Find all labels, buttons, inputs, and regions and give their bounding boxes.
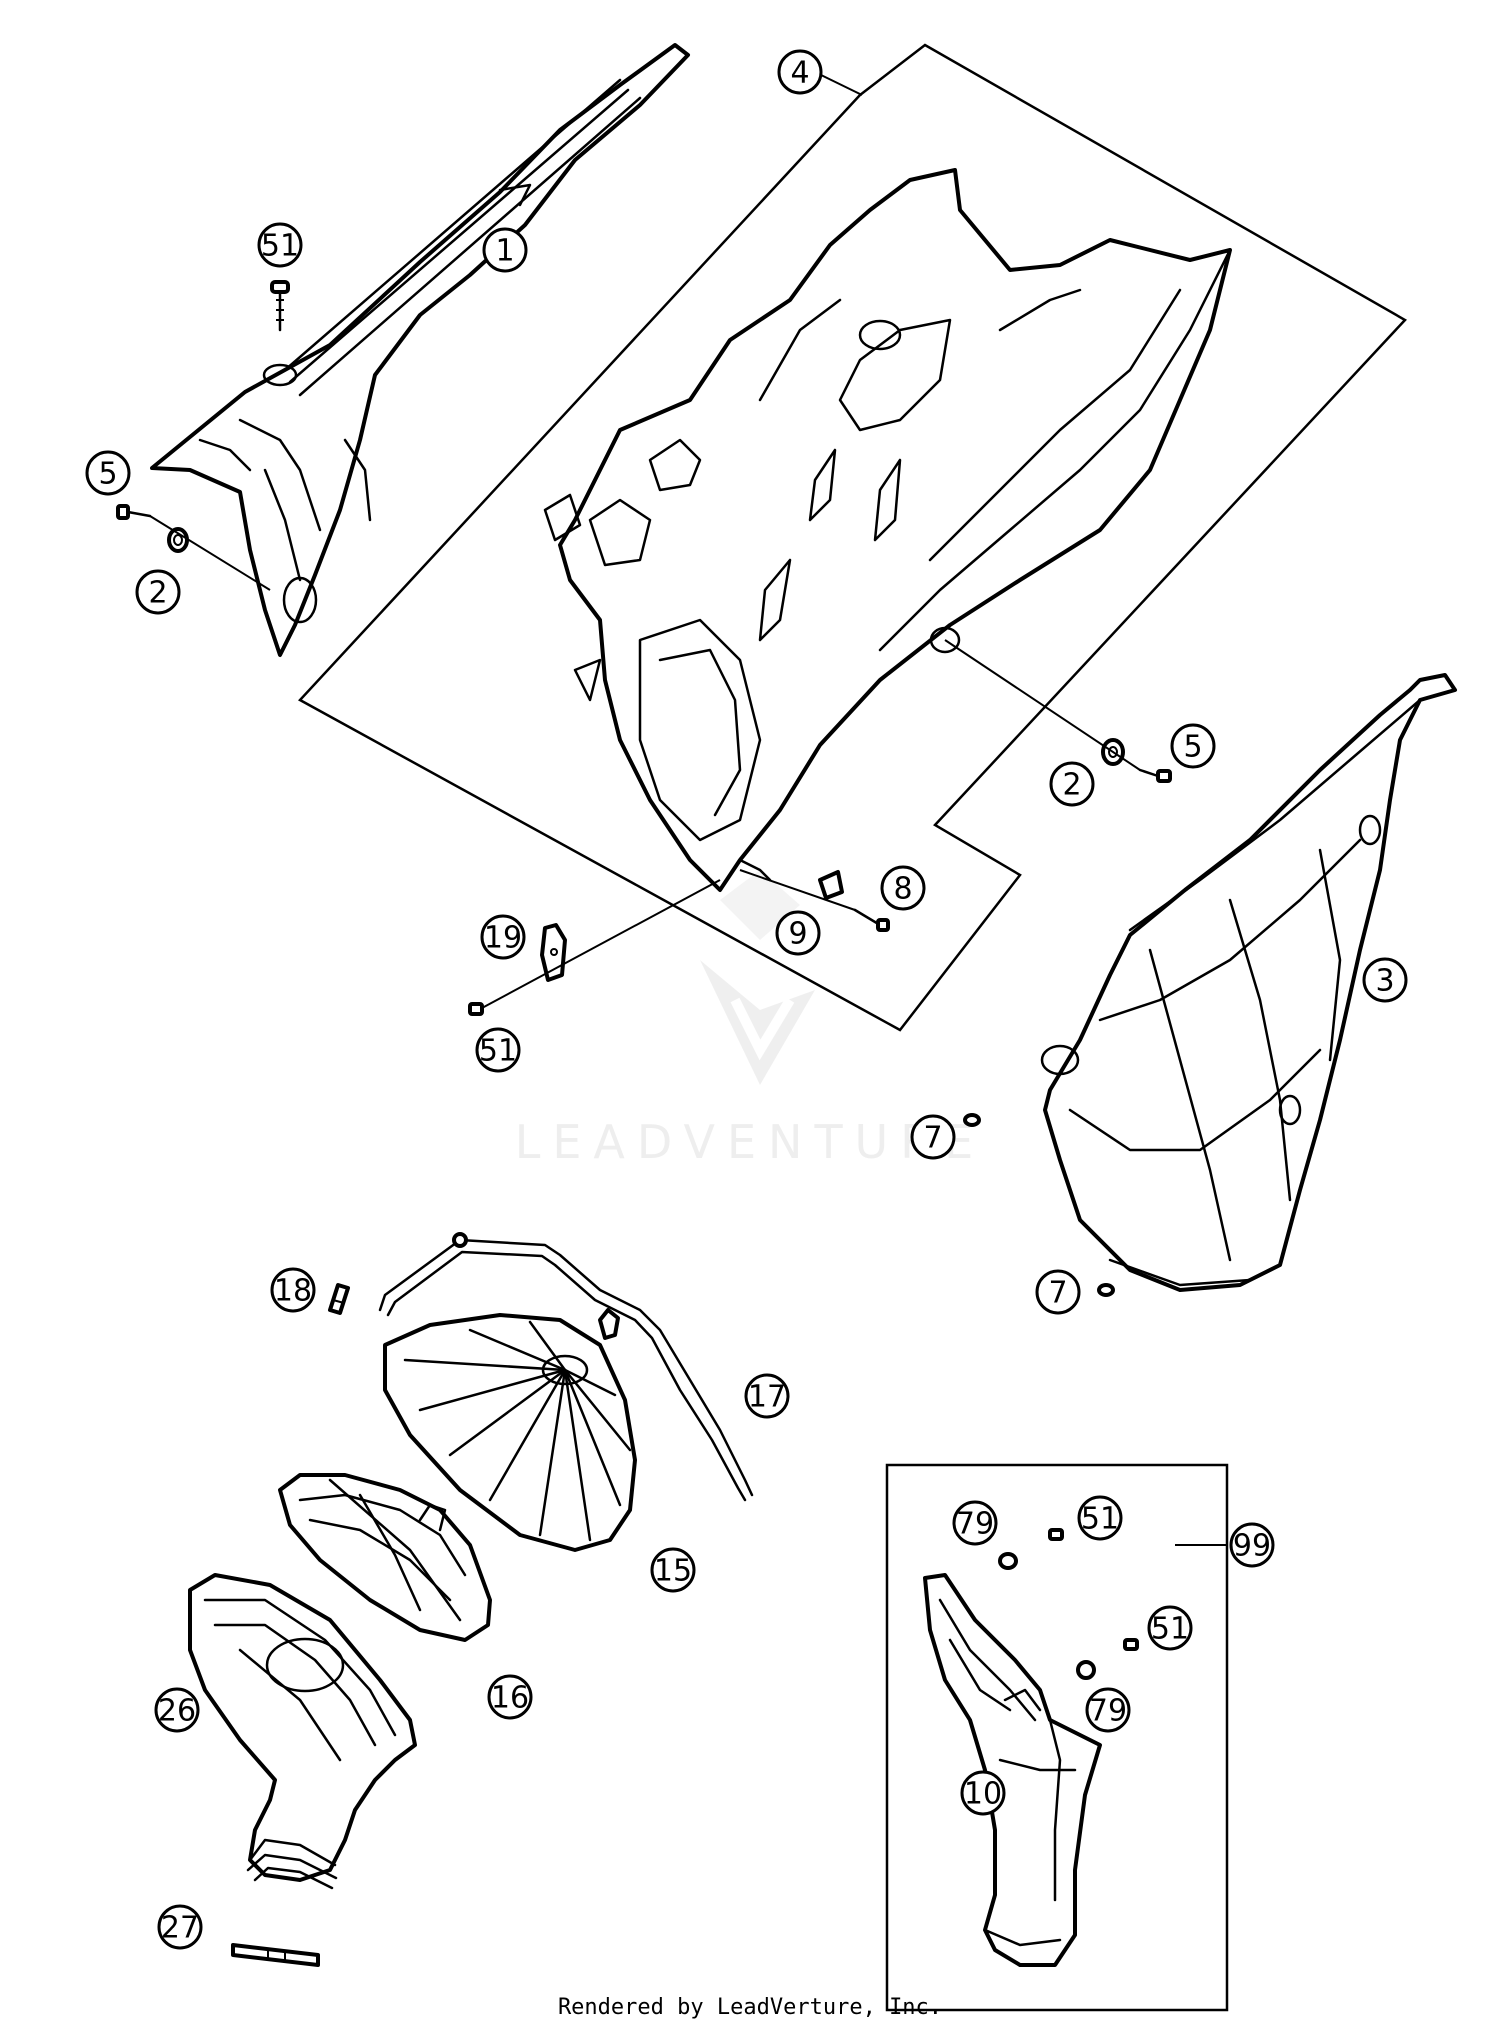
- callout-16: 16: [487, 1674, 533, 1720]
- part-17-filter-support: [378, 1232, 754, 1502]
- bracket-19: [540, 923, 567, 982]
- svg-text:5: 5: [98, 457, 117, 492]
- callout-7-lower: 7: [1035, 1269, 1081, 1315]
- svg-text:27: 27: [161, 1911, 199, 1946]
- leader-51-19: [481, 879, 721, 1009]
- callout-19: 19: [480, 914, 526, 960]
- svg-text:8: 8: [893, 872, 912, 907]
- svg-text:15: 15: [654, 1554, 692, 1589]
- svg-text:7: 7: [923, 1121, 942, 1156]
- svg-text:51: 51: [1151, 1612, 1189, 1647]
- callout-1: 1: [482, 227, 528, 273]
- callout-99: 99: [1229, 1522, 1275, 1568]
- screw-51-kit-lower: [1123, 1638, 1139, 1651]
- callout-10: 10: [960, 1770, 1006, 1816]
- callout-18: 18: [270, 1267, 316, 1313]
- part-26-intake-boot: [188, 1573, 417, 1890]
- credit-text: Rendered by LeadVerture, Inc.: [557, 1995, 943, 2020]
- clip-8: [818, 870, 844, 900]
- svg-text:17: 17: [748, 1380, 786, 1415]
- part-16-filter-cage: [278, 1473, 492, 1642]
- leader-2-5-right: [944, 639, 1141, 771]
- callout-2-left: 2: [135, 569, 181, 615]
- washer-2-left: [167, 527, 189, 553]
- grommet-79-lower: [1076, 1660, 1096, 1680]
- screw-51-kit-upper: [1048, 1528, 1064, 1541]
- bolt-51-mid: [468, 1002, 484, 1016]
- svg-text:2: 2: [1062, 768, 1081, 803]
- part-1-left-panel: [150, 43, 690, 657]
- callout-2-right: 2: [1049, 761, 1095, 807]
- leader-5-2-left: [149, 515, 271, 591]
- clip-7-lower: [1097, 1283, 1115, 1297]
- watermark: LEADVENTURE: [515, 870, 986, 1169]
- screw-9: [853, 908, 890, 932]
- callout-51-mid: 51: [475, 1027, 521, 1073]
- svg-text:51: 51: [1081, 1502, 1119, 1537]
- stud-18: [328, 1283, 350, 1315]
- kit-99-box: [885, 1463, 1229, 2012]
- part-3-right-panel: [1040, 673, 1457, 1292]
- svg-text:18: 18: [274, 1274, 312, 1309]
- svg-text:5: 5: [1183, 730, 1202, 765]
- svg-text:99: 99: [1233, 1529, 1271, 1564]
- part-10-intake-snorkel: [923, 1573, 1102, 1967]
- leader-9: [739, 869, 856, 911]
- group-4-outline: [297, 43, 1407, 1032]
- part-4-airbox: [543, 168, 1232, 892]
- svg-text:51: 51: [261, 229, 299, 264]
- callout-5-left: 5: [85, 450, 131, 496]
- part-15-air-filter: [383, 1313, 637, 1552]
- callout-79-upper: 79: [952, 1500, 998, 1546]
- svg-text:4: 4: [790, 56, 809, 91]
- callout-17: 17: [744, 1373, 790, 1419]
- callout-9: 9: [775, 910, 821, 956]
- callout-15: 15: [650, 1547, 696, 1593]
- callout-51-top: 51: [257, 222, 303, 268]
- callout-51-kit-upper: 51: [1077, 1495, 1123, 1541]
- svg-text:26: 26: [158, 1694, 196, 1729]
- callout-4: 4: [777, 49, 863, 96]
- callout-3: 3: [1362, 957, 1408, 1003]
- svg-text:10: 10: [964, 1777, 1002, 1812]
- callout-7-upper: 7: [910, 1114, 956, 1160]
- svg-text:19: 19: [484, 921, 522, 956]
- callout-79-lower: 79: [1085, 1687, 1131, 1733]
- svg-text:51: 51: [479, 1034, 517, 1069]
- svg-text:16: 16: [491, 1681, 529, 1716]
- svg-text:79: 79: [1089, 1694, 1127, 1729]
- svg-text:1: 1: [495, 234, 514, 269]
- callout-27: 27: [157, 1904, 203, 1950]
- bolt-51-top: [270, 280, 290, 332]
- watermark-text: LEADVENTURE: [515, 1115, 986, 1169]
- svg-text:2: 2: [148, 576, 167, 611]
- clip-7-upper: [963, 1113, 981, 1127]
- svg-text:9: 9: [788, 917, 807, 952]
- screw-5-left: [116, 504, 152, 520]
- callout-5-right: 5: [1170, 723, 1216, 769]
- callout-26: 26: [154, 1687, 200, 1733]
- grommet-79-upper: [998, 1552, 1018, 1570]
- svg-text:79: 79: [956, 1507, 994, 1542]
- svg-text:3: 3: [1375, 964, 1394, 999]
- callout-51-kit-lower: 51: [1147, 1605, 1193, 1651]
- svg-text:7: 7: [1048, 1276, 1067, 1311]
- screw-5-right: [1138, 768, 1172, 783]
- part-27-clamp: [231, 1943, 320, 1967]
- callout-8: 8: [880, 865, 926, 911]
